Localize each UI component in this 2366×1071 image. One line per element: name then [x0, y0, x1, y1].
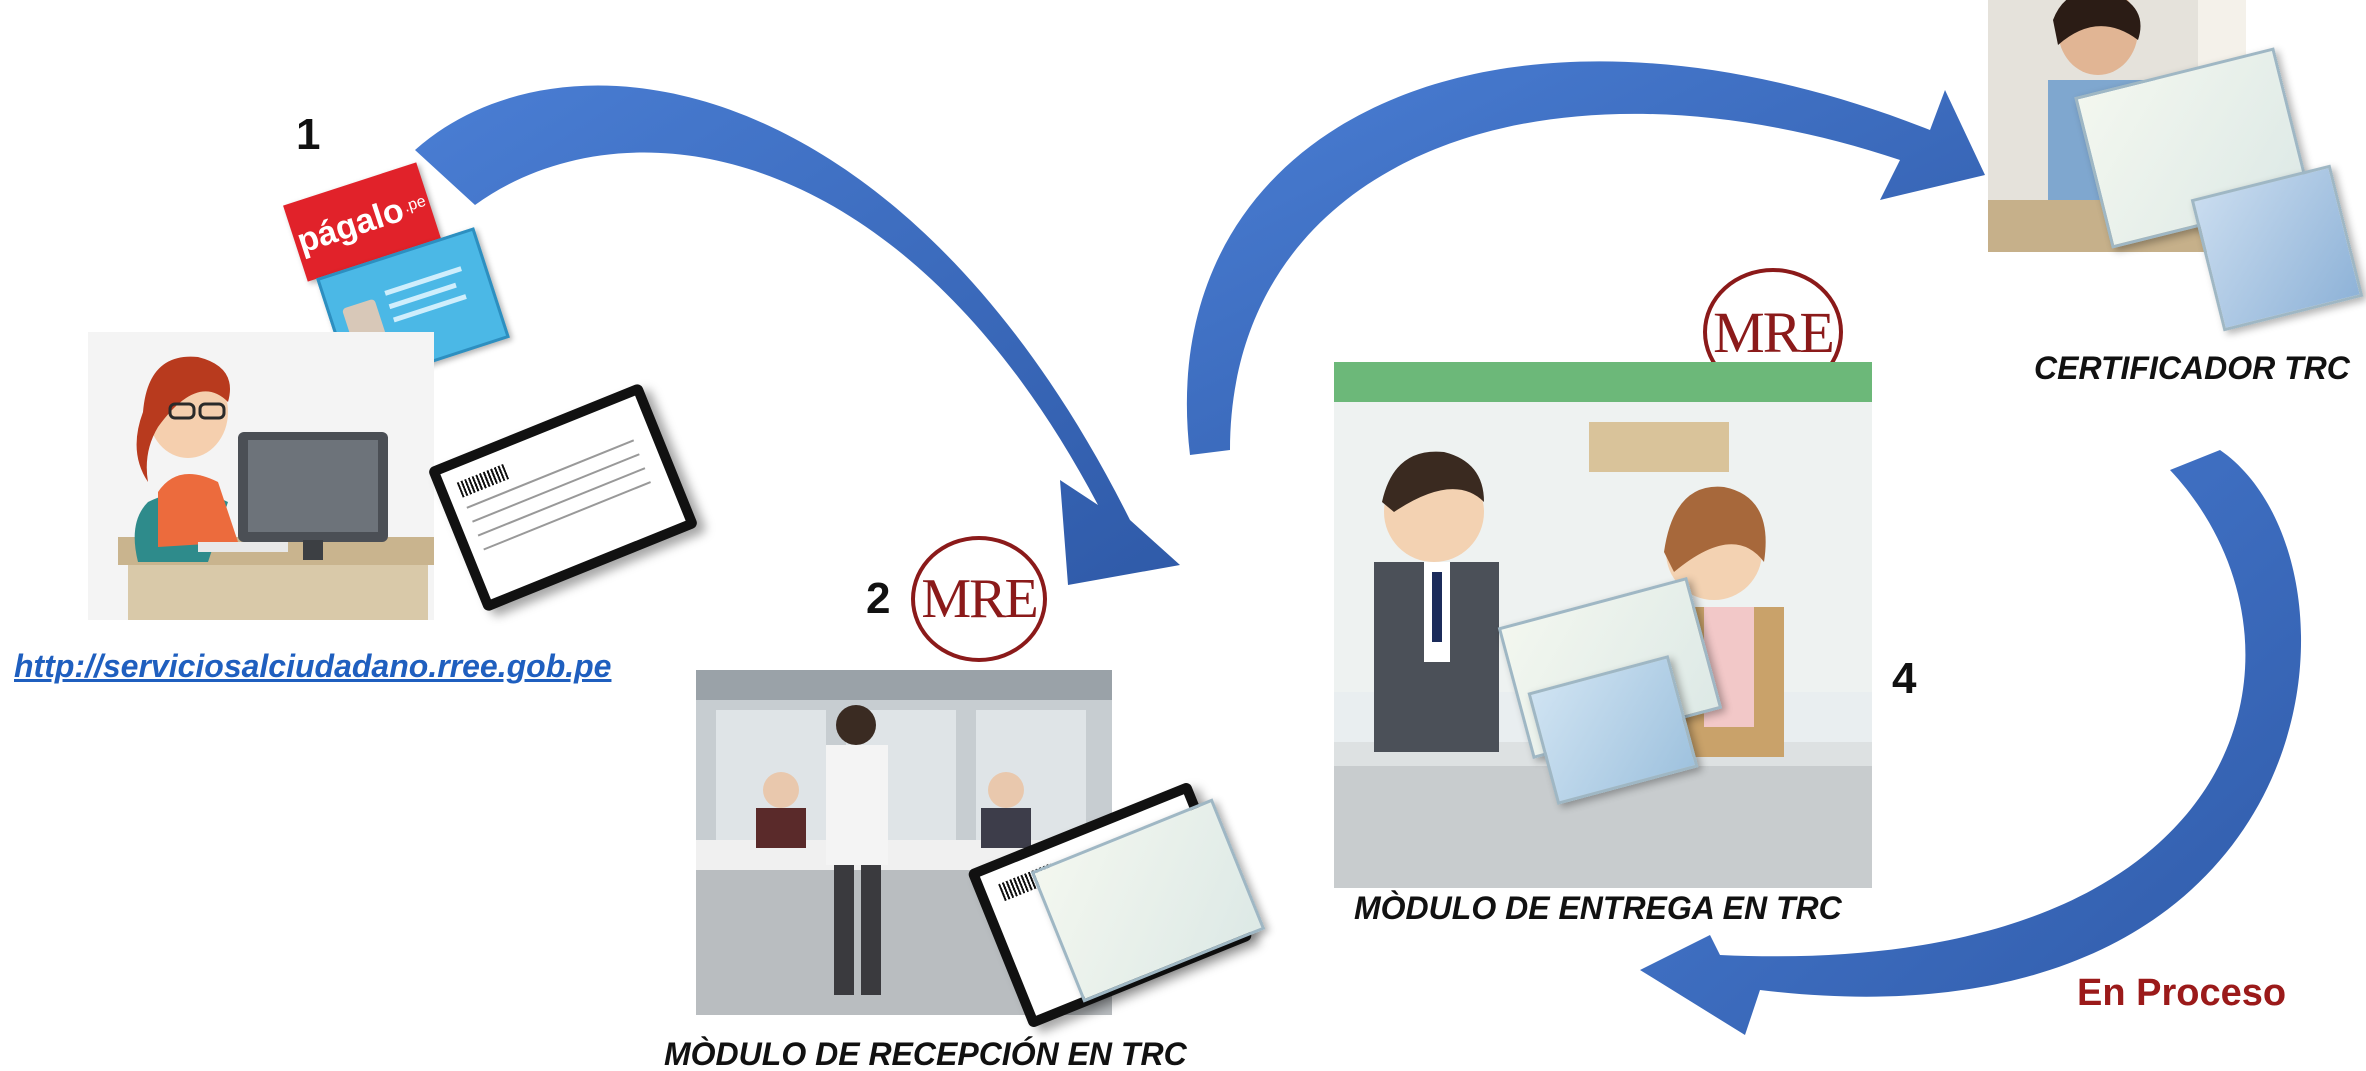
- reception-module-caption: MÒDULO DE RECEPCIÓN EN TRC: [664, 1036, 1187, 1071]
- certifier-caption: CERTIFICADOR TRC: [2034, 350, 2350, 386]
- process-status-label: En Proceso: [2077, 972, 2287, 1014]
- mre-seal-delivery-text: MRE: [1703, 268, 1843, 396]
- step-4-number: 4: [1892, 654, 1917, 703]
- step-1-number: 1: [296, 110, 321, 159]
- arrow-2-to-3: [1186, 61, 1985, 455]
- delivery-module-caption: MÒDULO DE ENTREGA EN TRC: [1354, 890, 1842, 926]
- mre-seal-reception: MRE: [895, 530, 1063, 668]
- arrow-1-to-2: [415, 85, 1180, 586]
- step-2-number: 2: [866, 574, 891, 623]
- user-at-computer-illustration: [88, 332, 434, 620]
- mre-seal-text: MRE: [911, 536, 1047, 662]
- pagalo-logo-suffix: .pe: [401, 192, 429, 216]
- pagalo-logo-text: págalo: [292, 190, 409, 261]
- arrow-3-to-4: [1640, 450, 2302, 1035]
- services-link[interactable]: http://serviciosalciudadano.rree.gob.pe: [14, 648, 612, 684]
